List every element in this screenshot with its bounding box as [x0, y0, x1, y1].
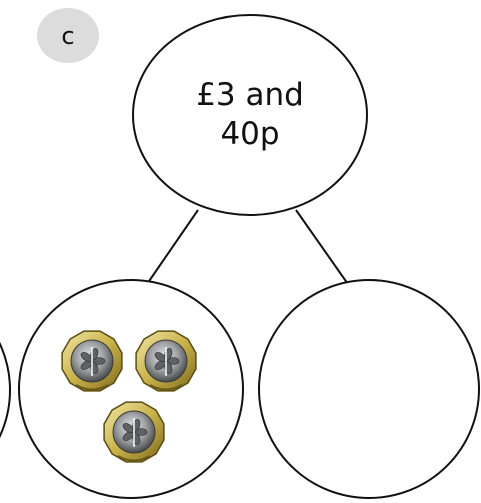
coins-layer	[61, 330, 197, 463]
pound-coin-icon	[135, 330, 197, 392]
whole-value: £3 and 40p	[133, 60, 367, 170]
connector-right	[295, 209, 351, 288]
part-circle-right	[258, 279, 480, 499]
question-label-badge: c	[37, 8, 99, 63]
partial-circle-left-edge	[0, 341, 11, 439]
whole-value-line-2: 40p	[220, 116, 280, 152]
whole-value-line-1: £3 and	[196, 77, 304, 114]
whole-circle	[132, 14, 368, 216]
pound-coin-icon	[61, 330, 123, 392]
connector-left	[144, 209, 199, 288]
pound-coin-icon	[103, 401, 165, 463]
part-circle-left	[18, 279, 244, 499]
